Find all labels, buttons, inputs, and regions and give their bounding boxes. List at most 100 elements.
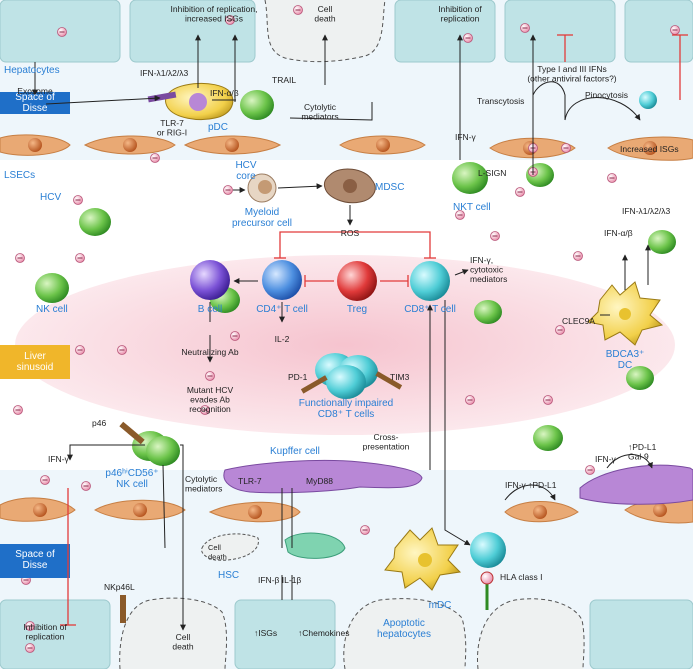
hcv-virion-icon [607, 173, 617, 183]
hcv-virion-icon [455, 210, 465, 220]
hcv-virion-icon [543, 395, 553, 405]
label-ros: ROS [341, 228, 360, 238]
space-of-disse-bottom-box [0, 544, 70, 578]
cell-label-kupffer: Kupffer cell [270, 446, 320, 457]
lsec-row-top [0, 134, 693, 161]
label-ifn-g-left: IFN-γ [48, 454, 70, 464]
hcv-virion-icon [293, 5, 303, 15]
hcv-virion-icon [75, 253, 85, 263]
label-ifn-lambda-top: IFN-λ1/λ2/λ3 [140, 68, 188, 78]
pathway-arrows [32, 34, 653, 631]
apoptotic-hepatocyte-2 [476, 598, 585, 669]
impaired-cd8-cluster [300, 353, 403, 399]
label-type-ifns: Type I and III IFNs(other antiviral fact… [527, 64, 616, 84]
b-cell [190, 260, 230, 300]
hcv-virion-icon [40, 475, 50, 485]
label-pinocytosis: Pinocytosis [585, 90, 628, 100]
label-ifn-g-gal9: IFN-γ [595, 454, 617, 464]
sinusoid-ellipse [15, 255, 675, 435]
dying-hepatocyte-bottom-left [119, 597, 227, 669]
hcv-virion-icon [490, 231, 500, 241]
label-pd1: PD-1 [288, 372, 308, 382]
liver-sinusoid-box [0, 345, 70, 379]
hcv-virion-icon [117, 345, 127, 355]
region-label-lsecs: LSECs [4, 170, 35, 181]
apoptotic-hepatocyte-1 [343, 598, 467, 669]
label-ifn-g-pdl1: IFN-γ ↑PD-L1 [505, 480, 557, 490]
inhibition-lines [60, 34, 688, 626]
hepatocyte-row-bottom [0, 599, 693, 669]
hsc-dead [201, 533, 259, 561]
hcv-virion-icon [25, 643, 35, 653]
lsec-nuclei-bottom [33, 503, 667, 519]
label-ifn-b-il1b: IFN-β IL-1β [258, 575, 301, 585]
cell-label-p46-nk: p46ʰⁱCD56⁺NK cell [105, 468, 158, 490]
hcv-virion-icon [463, 33, 473, 43]
hcv-virion-icon [15, 253, 25, 263]
label-ifn-ab-top: IFN-α/β [210, 88, 239, 98]
cd4-t-cell [262, 260, 302, 300]
label-ifn-ab-bdca: IFN-α/β [604, 228, 633, 238]
region-label-hepatocytes: Hepatocytes [4, 65, 60, 76]
label-hla: HLA class I [500, 572, 543, 582]
mdsc-cell [323, 168, 376, 204]
label-increased-isgs: Increased ISGs [620, 144, 679, 154]
treg-cell [337, 261, 377, 301]
hcv-virion-icon [25, 621, 35, 631]
hcv-virion-icon [561, 143, 571, 153]
space-of-disse-top-box [0, 92, 70, 114]
cell-label-bdca3: BDCA3⁺DC [606, 349, 645, 371]
label-exosome: Exosome [17, 86, 53, 96]
hcv-virion-icon [81, 481, 91, 491]
cd8-t-cell-bottom [470, 532, 506, 568]
cell-label-mdc: mDC [429, 600, 452, 611]
activated-cell-right [579, 464, 693, 505]
label-clec9a: CLEC9A [562, 316, 595, 326]
hla-class-i [480, 571, 494, 610]
hcv-virion-icon [13, 405, 23, 415]
hcv-virion-icon [200, 405, 210, 415]
hcv-virion-icon [223, 185, 233, 195]
hcv-virion-icon [555, 325, 565, 335]
pdc-cell [147, 82, 234, 121]
hcv-virion-icon [225, 15, 235, 25]
hcv-virion-icon [520, 23, 530, 33]
label-tlr7: TLR-7 [238, 476, 262, 486]
label-neutralizing: Neutralizing Ab [181, 347, 238, 357]
hcv-virion-icon [573, 251, 583, 261]
hcv-virion-icon [465, 395, 475, 405]
label-cross: Cross-presentation [363, 432, 410, 452]
nkp46l-receptor [120, 595, 126, 623]
cell-label-nkt-cell: NKT cell [453, 202, 491, 213]
cd8-t-cell [410, 261, 450, 301]
kupffer-cell-shape [223, 459, 423, 494]
hcv-virions [13, 5, 680, 653]
transcytosis-vesicle [639, 91, 657, 109]
label-nkp46l: NKp46L [104, 582, 135, 592]
mdc-cell [384, 527, 462, 591]
label-p46: p46 [92, 418, 106, 428]
label-transcytosis: Transcytosis [477, 96, 524, 106]
lsec-nuclei-top [28, 138, 657, 155]
hcv-virion-icon [585, 465, 595, 475]
p46-nk-cell [146, 436, 180, 466]
cell-label-cd8: CD8⁺ T cell [404, 304, 456, 315]
hcv-virion-icon [670, 25, 680, 35]
